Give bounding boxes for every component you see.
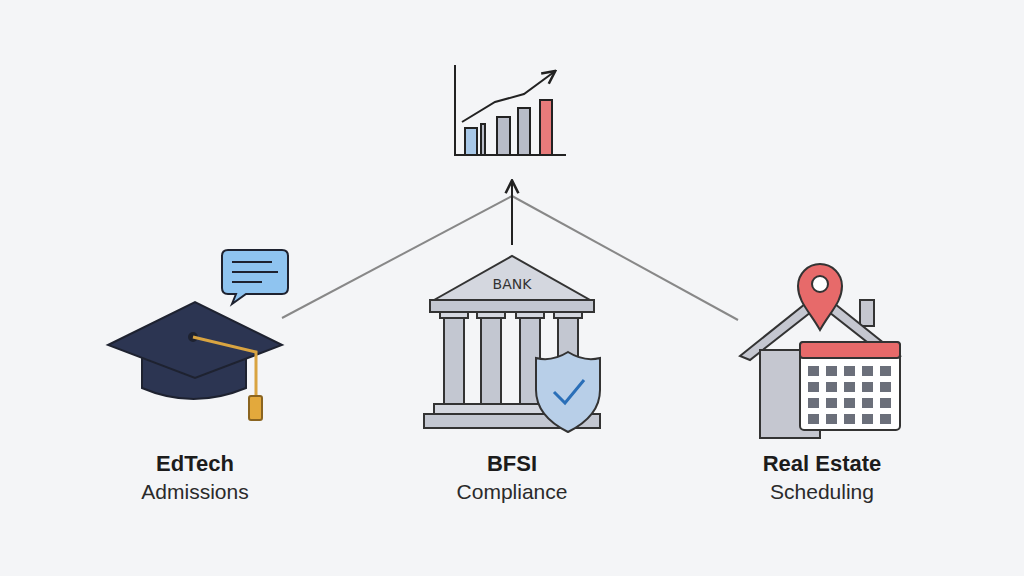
calendar-cell [862,398,873,408]
calendar-cell [844,366,855,376]
sector-title: EdTech [156,450,234,478]
speech-bubble-icon [222,250,288,304]
sector-node: BFSICompliance [457,450,568,506]
sector-title: Real Estate [763,450,882,478]
chart-icon [455,65,566,155]
calendar-cell [880,398,891,408]
calendar-cell [826,398,837,408]
calendar-cell [808,366,819,376]
calendar-cell [826,366,837,376]
bank-sign: BANK [493,276,532,292]
sector-subtitle: Scheduling [770,478,874,506]
sector-subtitle: Admissions [141,478,248,506]
calendar-cell [862,382,873,392]
house-icon [740,264,900,438]
calendar-cell [880,382,891,392]
calendar-cell [844,398,855,408]
graduation-cap-icon [108,302,282,420]
calendar-cell [880,366,891,376]
calendar-cell [844,414,855,424]
calendar-cell [808,414,819,424]
calendar-cell [844,382,855,392]
calendar-cell [880,414,891,424]
calendar-cell [826,414,837,424]
bank-icon [424,256,600,432]
calendar-cell [862,414,873,424]
connector-lines [282,182,738,320]
sector-node: Real EstateScheduling [763,450,882,506]
sector-node: EdTechAdmissions [141,450,248,506]
calendar-cell [808,398,819,408]
sector-subtitle: Compliance [457,478,568,506]
calendar-cell [826,382,837,392]
calendar-cell [808,382,819,392]
calendar-cell [862,366,873,376]
sector-title: BFSI [487,450,537,478]
